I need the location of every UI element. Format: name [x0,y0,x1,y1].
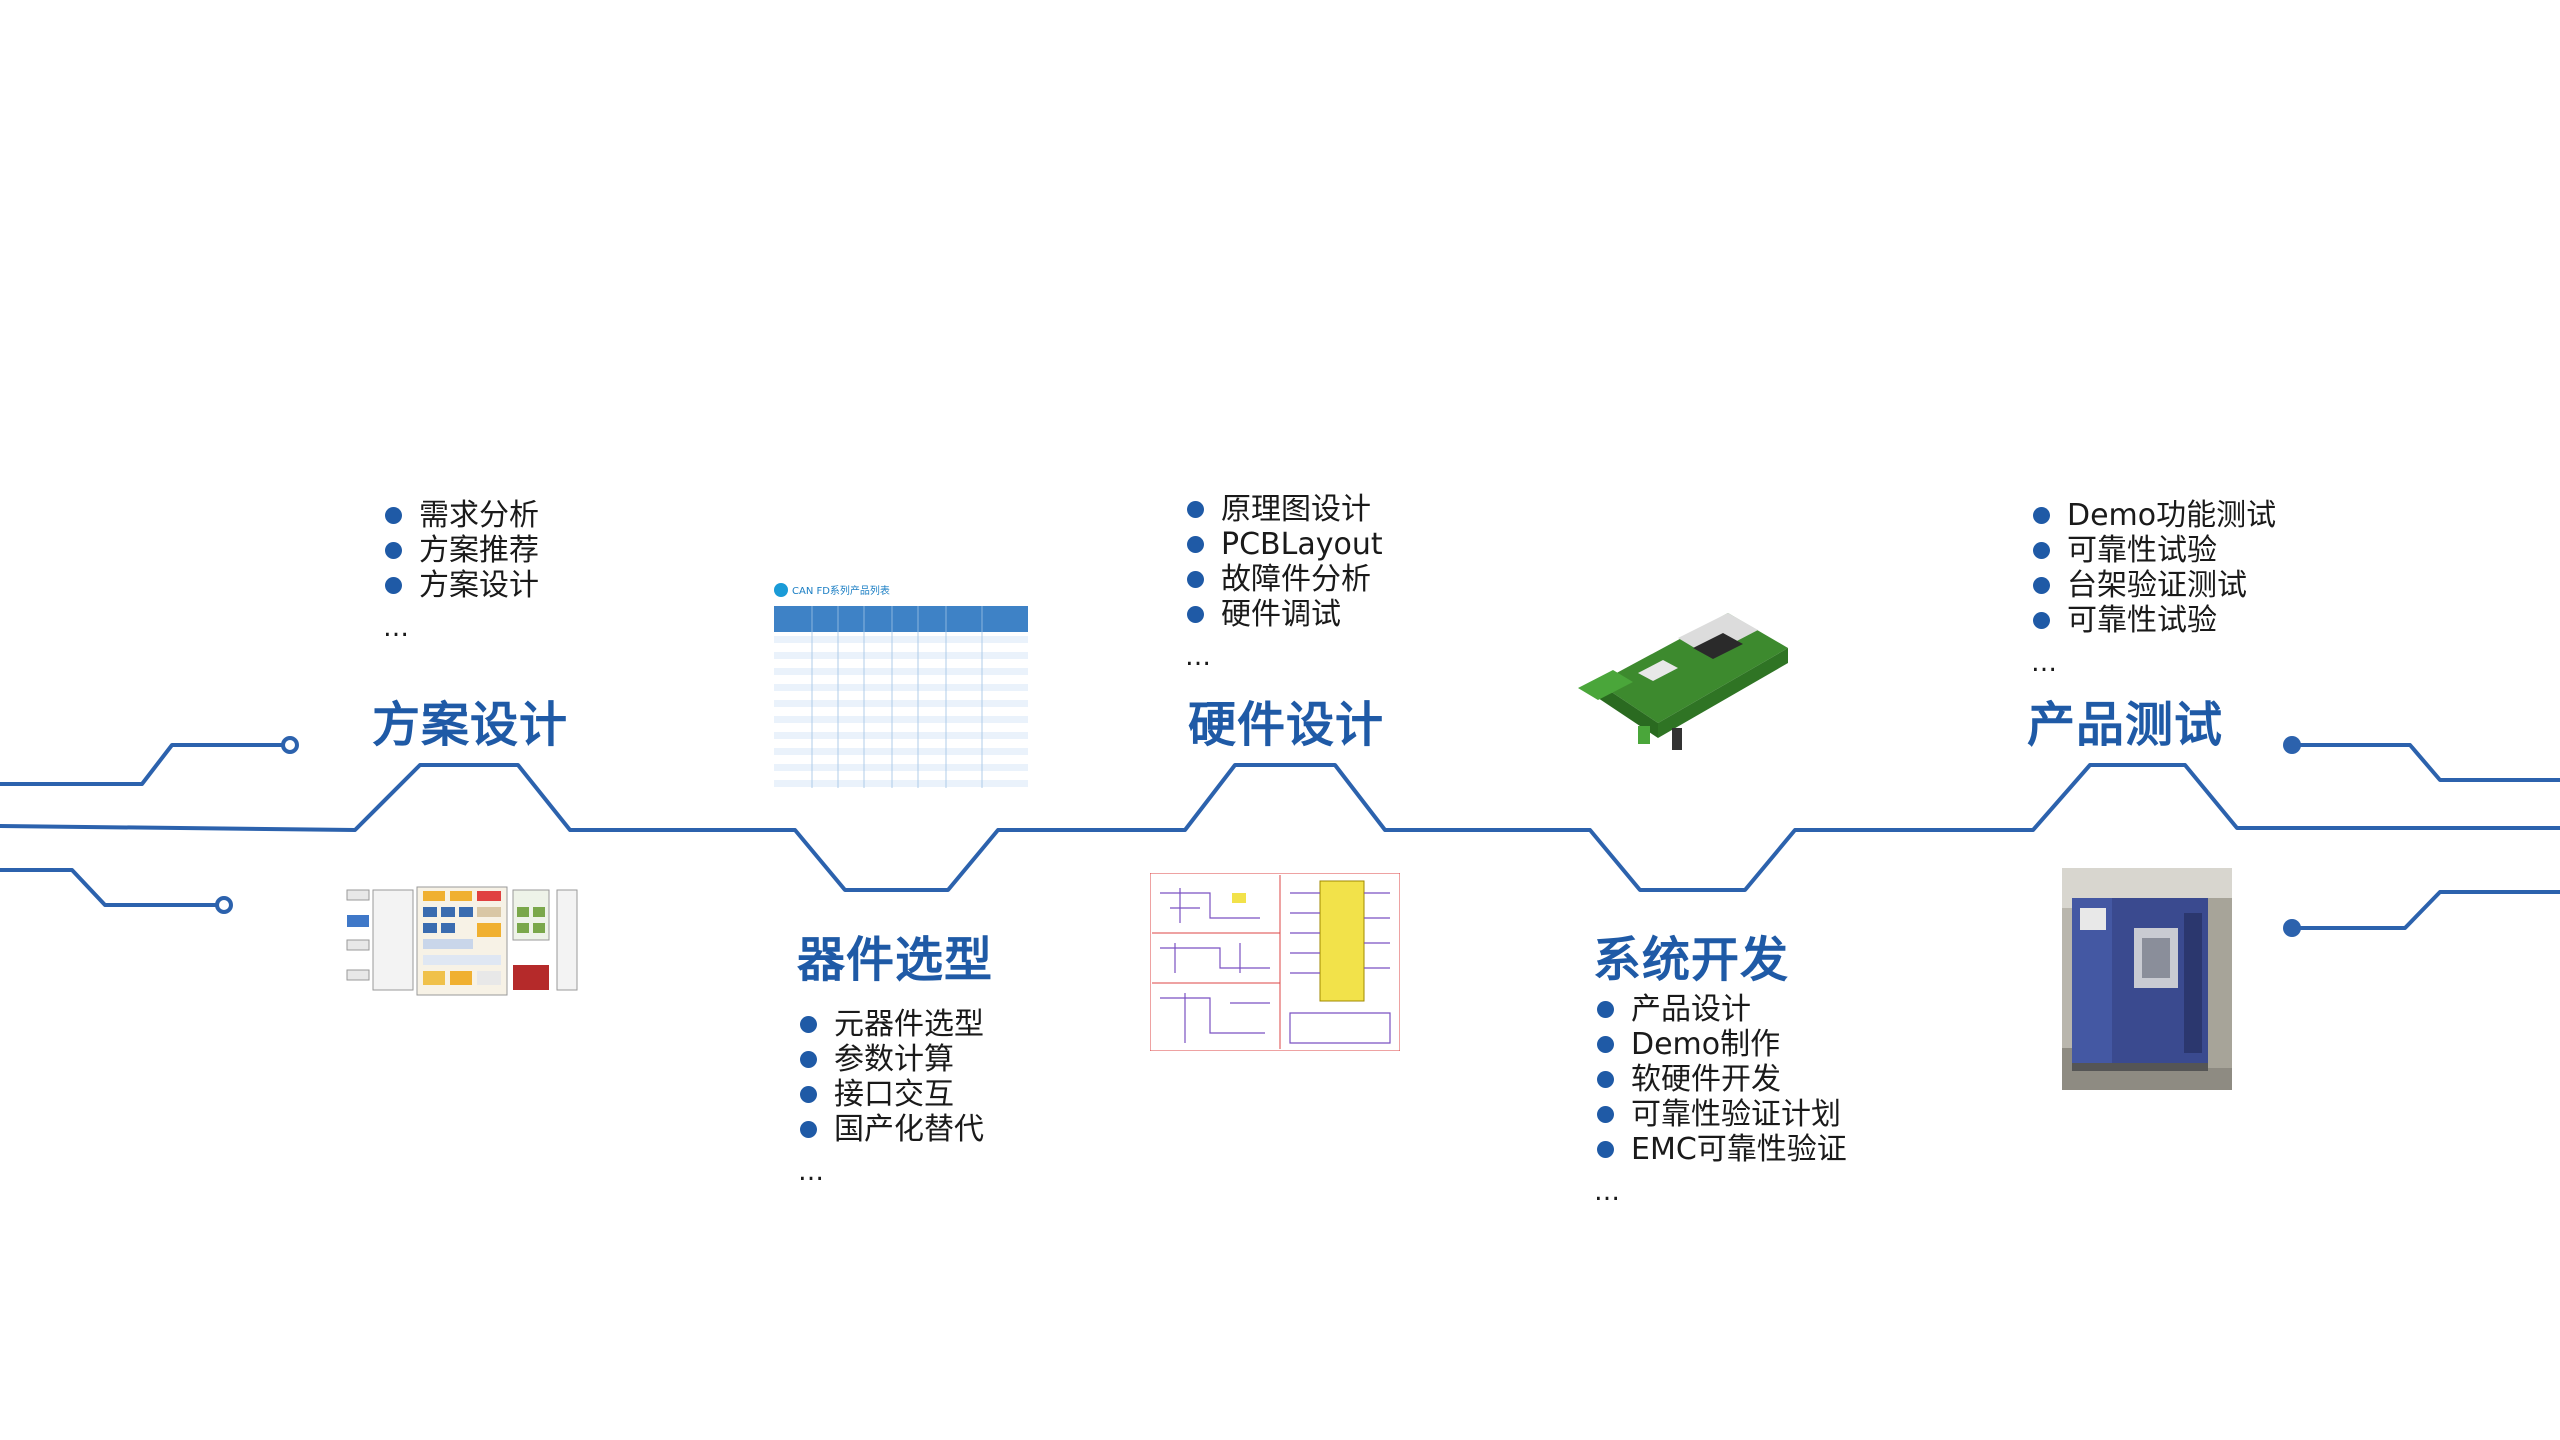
pcb-module-image [1578,598,1803,763]
more-ellipsis: … [1185,642,1211,672]
stage-title-device: 器件选型 [797,932,994,988]
climate-chamber-image [2062,868,2232,1090]
bullet-item: 可靠性试验 [2033,603,2276,638]
product-table-image: CAN FD系列产品列表 [772,580,1030,790]
bullet-item: 国产化替代 [800,1112,984,1147]
bullet-item: 软硬件开发 [1597,1062,1847,1097]
more-ellipsis: … [798,1157,824,1187]
bullet-item: 方案推荐 [385,533,539,568]
bullet-item: 产品设计 [1597,992,1847,1027]
trace-terminal [2283,736,2301,754]
device-bullet-list: 元器件选型 参数计算 接口交互 国产化替代 [800,1007,984,1147]
trace-terminal [281,736,299,754]
lower-right-trace [2290,890,2560,930]
hardware-bullet-list: 原理图设计 PCBLayout 故障件分析 硬件调试 [1187,492,1383,632]
testing-bullet-list: Demo功能测试 可靠性试验 台架验证测试 可靠性试验 [2033,498,2276,638]
stage-title-scheme: 方案设计 [372,697,569,753]
bullet-item: 接口交互 [800,1077,984,1112]
bullet-item: 方案设计 [385,568,539,603]
bullet-item: PCBLayout [1187,527,1383,562]
bullet-item: 硬件调试 [1187,597,1383,632]
bullet-item: 元器件选型 [800,1007,984,1042]
upper-right-trace [2290,743,2560,782]
bullet-item: Demo功能测试 [2033,498,2276,533]
lower-left-trace [0,868,224,907]
bullet-item: EMC可靠性验证 [1597,1132,1847,1167]
block-diagram-image [345,885,580,1000]
bullet-item: 原理图设计 [1187,492,1383,527]
scheme-bullet-list: 需求分析 方案推荐 方案设计 [385,498,539,603]
system-bullet-list: 产品设计 Demo制作 软硬件开发 可靠性验证计划 EMC可靠性验证 [1597,992,1847,1167]
stage-title-testing: 产品测试 [2027,697,2224,753]
main-trace [0,763,2560,892]
more-ellipsis: … [383,613,409,643]
bullet-item: 可靠性试验 [2033,533,2276,568]
bullet-item: 台架验证测试 [2033,568,2276,603]
trace-terminal [215,896,233,914]
trace-terminal [2283,919,2301,937]
bullet-item: 参数计算 [800,1042,984,1077]
upper-left-trace [0,743,290,786]
schematic-image [1150,873,1400,1051]
table-heading: CAN FD系列产品列表 [792,584,890,597]
more-ellipsis: … [1594,1177,1620,1207]
bullet-item: 可靠性验证计划 [1597,1097,1847,1132]
more-ellipsis: … [2031,648,2057,678]
stage-title-system: 系统开发 [1593,932,1790,988]
bullet-item: 需求分析 [385,498,539,533]
bullet-item: Demo制作 [1597,1027,1847,1062]
stage-title-hardware: 硬件设计 [1188,697,1385,753]
bullet-item: 故障件分析 [1187,562,1383,597]
